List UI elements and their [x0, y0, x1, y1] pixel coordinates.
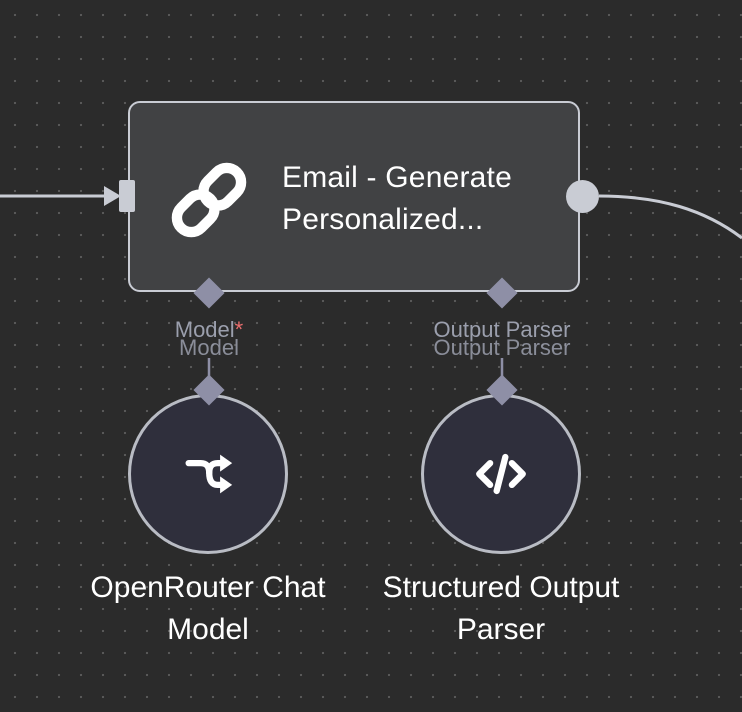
structured-output-parser-label: Structured Output Parser [382, 571, 620, 646]
router-arrows-icon [185, 454, 233, 494]
openrouter-chat-model-label: OpenRouter Chat Model [90, 571, 326, 646]
main-output-handle[interactable] [566, 180, 599, 213]
email-generate-node[interactable]: Email - Generate Personalized... [128, 101, 580, 292]
model-port-label: Model* [130, 318, 288, 342]
model-port-label-ghost: Model [179, 335, 239, 360]
model-port-label-text: Model [174, 317, 235, 342]
output-parser-port-label: Output Parser [433, 317, 571, 342]
code-icon [476, 453, 526, 495]
link-icon [171, 162, 247, 238]
openrouter-chat-model-node[interactable] [128, 394, 288, 554]
node-title: Email - Generate Personalized... [282, 161, 512, 236]
main-input-handle[interactable] [119, 180, 135, 212]
structured-output-parser-node[interactable] [421, 394, 581, 554]
outgoing-connection [598, 194, 742, 240]
output-parser-port-label-ghost: Output Parser [433, 335, 571, 360]
required-mark: * [234, 317, 244, 342]
